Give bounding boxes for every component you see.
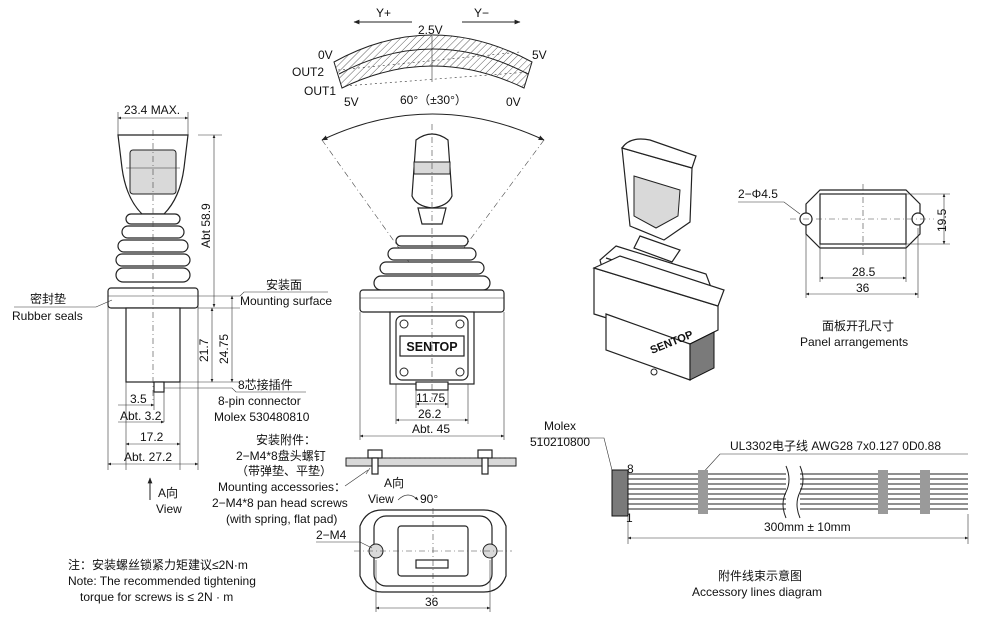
panel-label-en: Panel arrangements xyxy=(800,335,908,349)
left-5v: 5V xyxy=(344,95,359,109)
dim-11-75: 11.75 xyxy=(416,391,445,405)
wire-sleeve xyxy=(878,470,888,514)
note-en-2: torque for screws is ≤ 2N · m xyxy=(80,590,233,604)
angle-label: 60°（±30°） xyxy=(400,93,467,107)
iso-body-side xyxy=(689,331,715,381)
output-arc-divider xyxy=(338,48,529,75)
out1-label: OUT1 xyxy=(304,84,336,98)
y-plus-label: Y+ xyxy=(376,6,391,20)
left-0v: 0V xyxy=(318,48,333,62)
seal-cn: 密封垫 xyxy=(30,291,66,306)
panel-outer-width: 36 xyxy=(856,281,870,295)
dim-3-5: 3.5 xyxy=(130,392,147,406)
iso-flange-top xyxy=(592,255,725,307)
right-5v: 5V xyxy=(532,48,547,62)
iso-screw-icon xyxy=(650,368,658,376)
panel-arrangement: 2−Φ4.5 19.5 28.5 36 面板开孔尺寸 Panel arrange… xyxy=(738,184,950,349)
bottom-view: A向 View 90° 2−M4 36 xyxy=(316,475,512,612)
dim-17-2: 17.2 xyxy=(140,430,164,444)
cable-wire-spec: UL3302电子线 AWG28 7x0.127 0D0.88 xyxy=(730,439,941,453)
cable-connector xyxy=(611,469,629,517)
dim-max-width: 23.4 MAX. xyxy=(124,103,180,117)
connector-cn: 8芯接插件 xyxy=(238,377,293,392)
wire-sleeve xyxy=(698,470,708,514)
note: 注：安装螺丝锁紧力矩建议≤2N·m Note: The recommended … xyxy=(68,557,256,604)
swing-arc xyxy=(321,113,545,141)
screw-shank-icon xyxy=(481,457,489,475)
connector-part: Molex 530480810 xyxy=(214,410,310,424)
note-cn: 注：安装螺丝锁紧力矩建议≤2N·m xyxy=(68,557,248,572)
right-0v: 0V xyxy=(506,95,521,109)
dim-26-2: 26.2 xyxy=(418,407,442,421)
break-mark xyxy=(782,465,790,519)
front-screw-icon xyxy=(399,367,409,377)
acc-washer-en: (with spring, flat pad) xyxy=(226,512,337,526)
panel-height: 19.5 xyxy=(935,208,949,232)
view-dir-en: View xyxy=(156,502,182,516)
iso-neck xyxy=(633,235,681,263)
panel-label-cn: 面板开孔尺寸 xyxy=(822,319,894,333)
acc-screws-en: 2−M4*8 pan head screws xyxy=(212,496,348,510)
front-view: SENTOP 11.75 26.2 Abt. 45 xyxy=(359,124,505,440)
iso-handle-top xyxy=(621,138,697,169)
panel-inner-width: 28.5 xyxy=(852,265,876,279)
acc-screws-cn: 2−M4*8盘头螺钉 xyxy=(236,448,326,463)
accessory-cable: Molex 510210800 UL3302电子线 AWG28 7x0.127 … xyxy=(530,419,969,599)
view-dir-cn: A向 xyxy=(158,485,178,500)
bottom-holes: 2−M4 xyxy=(316,528,347,542)
mount-surface-cn: 安装面 xyxy=(266,277,302,292)
dim-height: Abt 58.9 xyxy=(199,203,213,248)
center-voltage: 2.5V xyxy=(418,23,443,37)
break-mark xyxy=(796,465,804,519)
cable-pin-1: 1 xyxy=(626,511,633,525)
isometric-view: SENTOP xyxy=(592,138,725,381)
screw-shank-icon xyxy=(371,457,379,475)
iso-handle-grip xyxy=(633,175,681,229)
voltage-scale: Y+ Y− 2.5V 0V OUT2 OUT1 5V 5V 0V 60°（±30… xyxy=(292,6,547,273)
seal-en: Rubber seals xyxy=(12,309,83,323)
output-arc-band xyxy=(333,34,533,89)
break-gap xyxy=(786,466,800,518)
wire-sleeve xyxy=(920,470,930,514)
acc-title-en: Mounting accessories： xyxy=(218,480,346,494)
screw-head-icon xyxy=(367,449,383,459)
cable-pin-8: 8 xyxy=(627,462,634,476)
dim-21-7: 21.7 xyxy=(197,338,211,362)
cable-label-en: Accessory lines diagram xyxy=(692,585,822,599)
cable-connector-name: Molex xyxy=(544,419,576,433)
acc-title-cn: 安装附件： xyxy=(256,432,316,447)
dim-abt-27-2: Abt. 27.2 xyxy=(124,450,172,464)
mounting-accessories: 安装附件： 2−M4*8盘头螺钉 （带弹垫、平垫） Mounting acces… xyxy=(212,432,517,526)
connector-en: 8-pin connector xyxy=(218,394,301,408)
cable-length: 300mm ± 10mm xyxy=(764,520,851,534)
bottom-view-cn: A向 xyxy=(384,475,404,490)
swing-right-line xyxy=(445,139,545,273)
acc-washer-cn: （带弹垫、平垫） xyxy=(236,463,332,478)
side-view: 23.4 MAX. Abt 58.9 21.7 24.75 安装面 Mounti… xyxy=(12,103,332,516)
note-en-1: Note: The recommended tightening xyxy=(68,574,256,588)
side-body xyxy=(125,307,181,383)
bottom-width: 36 xyxy=(425,595,439,609)
dim-24-75: 24.75 xyxy=(217,334,231,364)
dim-abt-45: Abt. 45 xyxy=(412,422,450,436)
out-traces xyxy=(337,51,529,87)
cable-label-cn: 附件线束示意图 xyxy=(718,568,802,583)
rotate-icon xyxy=(397,494,419,501)
screw-head-icon xyxy=(477,449,493,459)
y-minus-label: Y− xyxy=(474,6,489,20)
dim-abt-3-2: Abt. 3.2 xyxy=(120,409,162,423)
front-screw-icon xyxy=(455,319,465,329)
front-screw-icon xyxy=(399,319,409,329)
cable-connector-part: 510210800 xyxy=(530,435,590,449)
bottom-view-en: View xyxy=(368,492,394,506)
bottom-connector xyxy=(415,559,449,569)
mount-surface-en: Mounting surface xyxy=(240,294,332,308)
bottom-rotation: 90° xyxy=(420,492,438,506)
out2-label: OUT2 xyxy=(292,65,324,79)
panel-holes: 2−Φ4.5 xyxy=(738,187,778,201)
side-connector-pin xyxy=(153,381,165,393)
front-screw-icon xyxy=(455,367,465,377)
